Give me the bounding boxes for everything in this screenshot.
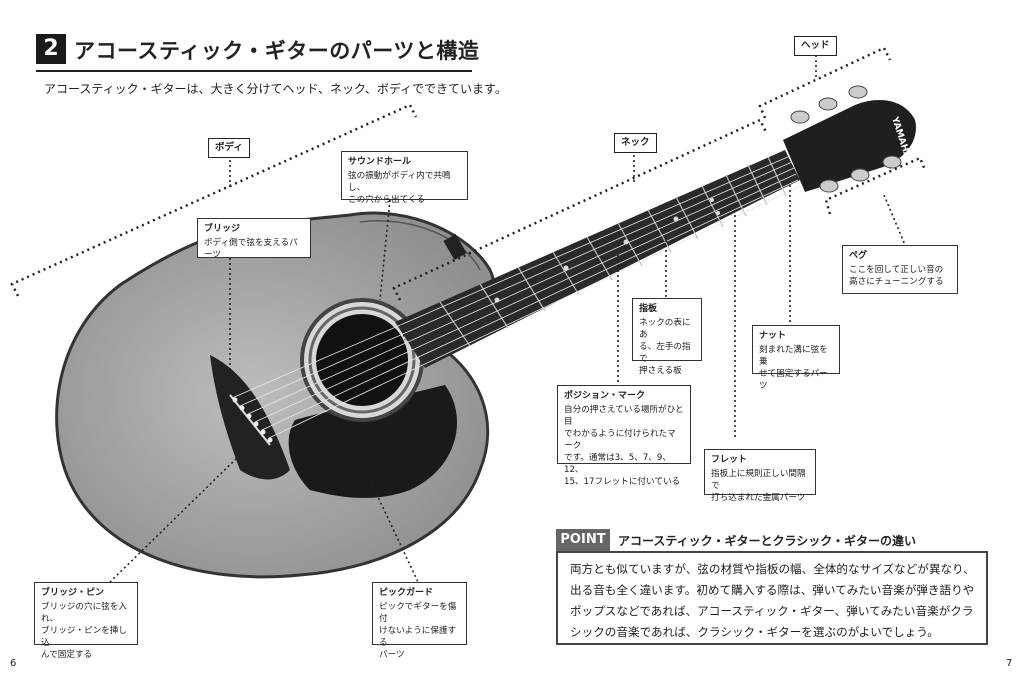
point-title: アコースティック・ギターとクラシック・ギターの違い: [618, 534, 916, 548]
label-nut-desc: 刻まれた溝に弦を乗 せて固定するパーツ: [759, 345, 828, 391]
label-fingerboard: 指板 ネックの表にあ る、左手の指で 押さえる板: [632, 298, 702, 376]
label-peg-desc: ここを回して正しい音の 高さにチューニングする: [849, 265, 944, 287]
label-position-mark-desc: 自分の押さえている場所がひと目 でわかるように付けられたマーク です。通常は3、…: [564, 405, 684, 487]
point-heading: POINT アコースティック・ギターとクラシック・ギターの違い: [556, 529, 986, 551]
label-nut: ナット 刻まれた溝に弦を乗 せて固定するパーツ: [752, 325, 840, 391]
label-fret: フレット 指板上に規則正しい間隔で 打ち込まれた金属パーツ: [704, 449, 816, 503]
label-position-mark-name: ポジション・マーク: [564, 391, 646, 401]
label-position-mark: ポジション・マーク 自分の押さえている場所がひと目 でわかるように付けられたマー…: [557, 385, 691, 487]
label-fret-name: フレット: [711, 455, 748, 465]
label-bridge-pin: ブリッジ・ピン ブリッジの穴に弦を入れ、 ブリッジ・ピンを挿し込 んで固定する: [34, 582, 138, 660]
label-fingerboard-desc: ネックの表にあ る、左手の指で 押さえる板: [639, 318, 691, 376]
page-number-left: 6: [10, 658, 17, 669]
label-bridge-desc: ボディ側で弦を支えるパーツ: [204, 238, 298, 260]
label-peg: ペグ ここを回して正しい音の 高さにチューニングする: [842, 245, 958, 294]
section-title: アコースティック・ギターのパーツと構造: [74, 39, 480, 63]
tag-neck: ネック: [614, 133, 657, 153]
label-fret-desc: 指板上に規則正しい間隔で 打ち込まれた金属パーツ: [711, 469, 806, 503]
label-bridge-name: ブリッジ: [204, 224, 241, 234]
label-pickguard: ピックガード ピックでギターを傷付 けないように保護する パーツ: [372, 582, 467, 660]
point-badge: POINT: [556, 529, 610, 551]
section-number: 2: [36, 34, 66, 64]
label-bridge: ブリッジ ボディ側で弦を支えるパーツ: [197, 218, 311, 260]
label-bridge-pin-desc: ブリッジの穴に弦を入れ、 ブリッジ・ピンを挿し込 んで固定する: [41, 602, 127, 660]
label-bridge-pin-name: ブリッジ・ピン: [41, 588, 105, 598]
page-number-right: 7: [1006, 658, 1013, 669]
label-soundhole-name: サウンドホール: [348, 157, 412, 167]
label-soundhole: サウンドホール 弦の振動がボディ内で共鳴し、 この穴から出てくる: [341, 151, 468, 205]
label-soundhole-desc: 弦の振動がボディ内で共鳴し、 この穴から出てくる: [348, 171, 451, 205]
tag-head: ヘッド: [794, 36, 837, 56]
label-pickguard-desc: ピックでギターを傷付 けないように保護する パーツ: [379, 602, 457, 660]
intro-text: アコースティック・ギターは、大きく分けてヘッド、ネック、ボディでできています。: [44, 82, 507, 96]
label-peg-name: ペグ: [849, 251, 868, 261]
fingerboard: [395, 150, 800, 368]
label-pickguard-name: ピックガード: [379, 588, 434, 598]
label-fingerboard-name: 指板: [639, 304, 658, 314]
tag-body: ボディ: [208, 138, 250, 158]
point-body: 両方とも似ていますが、弦の材質や指板の幅、全体的なサイズなどが異なり、出る音も全…: [556, 551, 988, 645]
headstock: [783, 100, 916, 192]
label-nut-name: ナット: [759, 331, 787, 341]
section-heading: 2 アコースティック・ギターのパーツと構造: [36, 32, 479, 72]
